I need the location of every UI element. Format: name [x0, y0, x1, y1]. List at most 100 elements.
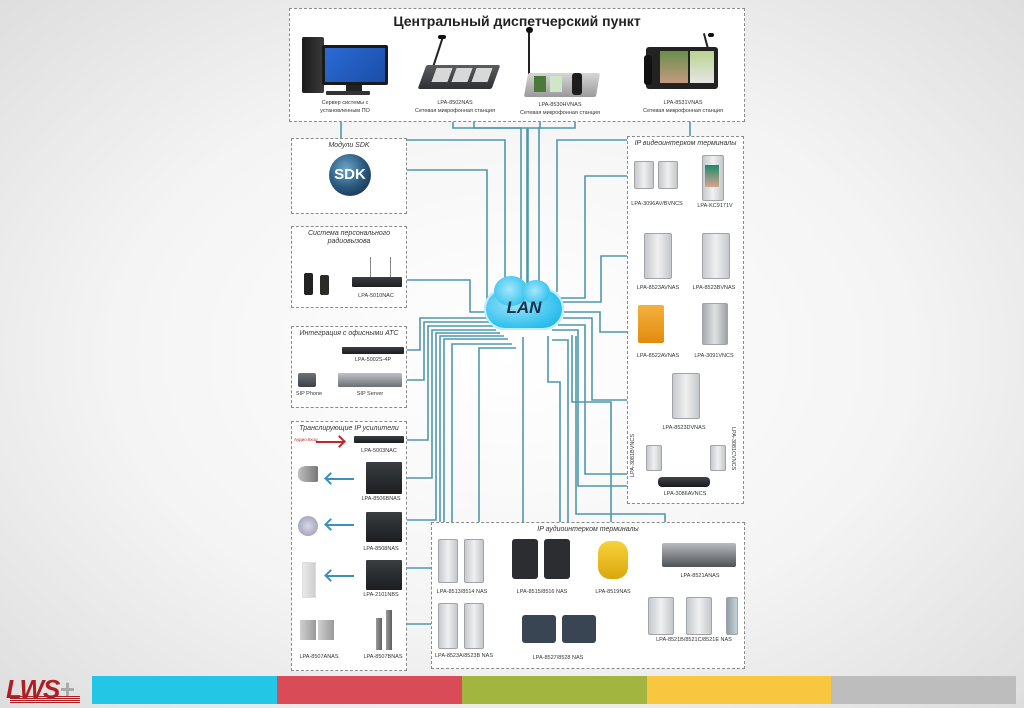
speaker-8507a-label: LPA-8507ANAS — [299, 654, 339, 660]
intercom-panel-icon — [648, 597, 674, 635]
logo-stripes — [10, 696, 80, 703]
server-label-1: Сервер системы с — [321, 100, 369, 106]
intercom-panel-icon — [702, 303, 728, 345]
ip-audio-intercom-group: IP аудиоинтерком терминалы LPA-8513/8514… — [431, 522, 745, 669]
lan-label: LAN — [506, 298, 542, 317]
intercom-panel-icon — [634, 161, 654, 189]
mic-8531-model: LPA-8531VNAS — [663, 100, 703, 106]
central-dispatch-title: Центральный диспетчерский пункт — [393, 13, 641, 29]
sip-gateway-icon — [342, 347, 404, 354]
video-3091-label: LPA-3091VNCS — [694, 353, 734, 359]
wire — [558, 324, 628, 475]
video-screen-icon — [705, 165, 719, 187]
audio-8519-label: LPA-8519NAS — [595, 589, 631, 595]
sdk-logo-text: SDK — [334, 166, 366, 183]
video-8523d-label: LPA-8523DVNAS — [662, 425, 706, 431]
arrow-left-icon — [326, 478, 354, 480]
audio-8521a-label: LPA-8521ANAS — [680, 573, 720, 579]
wire — [552, 339, 569, 522]
wire — [406, 325, 493, 441]
intercom-panel-icon — [438, 603, 458, 649]
weatherproof-phone-icon — [598, 541, 628, 579]
video-8522-label: LPA-8522AVNAS — [636, 353, 680, 359]
wire — [452, 120, 522, 292]
wire — [473, 120, 528, 292]
column-speaker-icon — [302, 562, 316, 598]
wire — [406, 317, 488, 351]
pbx-title: Интеграция с офисными АТС — [299, 330, 399, 337]
wire — [538, 120, 576, 292]
ceiling-speaker-icon — [298, 516, 318, 536]
intercom-panel-icon — [438, 539, 458, 583]
amplifier-8508-label: LPA-8508NAS — [363, 546, 399, 552]
wire — [547, 336, 561, 522]
audio-8521b-label: LPA-8521B/8521C/8521E NAS — [656, 637, 732, 643]
video-kc9171-label: LPA-KC9171V — [697, 203, 733, 209]
desk-phone-icon — [522, 615, 556, 643]
radio-device-label: LPA-5010NAC — [358, 293, 394, 299]
microphone-console-icon — [520, 27, 606, 99]
wire — [406, 279, 488, 313]
walkie-talkie-icon — [304, 273, 313, 295]
footer-color-bar-red — [277, 676, 462, 704]
wire — [571, 335, 612, 522]
desk-intercom-icon — [544, 539, 570, 579]
wire — [560, 175, 628, 299]
radio-title-1: Система персонального — [307, 230, 391, 237]
amplifier-5003-label: LPA-5003NAC — [361, 448, 397, 454]
microphone-console-icon — [417, 35, 501, 95]
video-3096-label: LPA-3096AV/BVNCS — [631, 201, 683, 207]
sip-server-label: SIP Server — [356, 391, 384, 397]
lan-cloud-icon: LAN — [484, 276, 564, 330]
video-server-icon — [658, 477, 710, 487]
antenna-icon — [390, 257, 391, 277]
desk-intercom-icon — [512, 539, 538, 579]
pbx-integration-group: Интеграция с офисными АТС LPA-5002S-4P S… — [291, 326, 407, 408]
arrow-right-icon — [316, 441, 344, 443]
intercom-panel-icon — [702, 233, 730, 279]
amplifier-8508-icon — [366, 512, 402, 542]
intercom-panel-icon — [644, 233, 672, 279]
sip-server-icon — [338, 373, 402, 387]
keypad-intercom-icon — [464, 539, 484, 583]
antenna-icon — [370, 257, 371, 277]
amplifier-2101-label: LPA-2101NBS — [363, 592, 399, 598]
footer-color-bar-green — [462, 676, 647, 704]
radio-paging-group: Система персонального радиовызова LPA-50… — [291, 226, 407, 308]
ip-amplifiers-group: Транслирующие IP усилители Аудио вход LP… — [291, 421, 407, 671]
audio-input-label: Аудио вход — [294, 437, 318, 442]
mic-8530-model: LPA-8530HVNAS — [538, 102, 582, 108]
walkie-talkie-icon — [320, 275, 329, 295]
intercom-panel-icon — [672, 373, 700, 419]
video-8523a-label: LPA-8523AVNAS — [636, 285, 680, 291]
intercom-panel-icon — [658, 161, 678, 189]
central-dispatch-group: Центральный диспетчерский пункт Сервер с… — [289, 8, 745, 122]
wire — [563, 255, 628, 303]
radio-controller-icon — [352, 277, 402, 287]
mic-8531-desc: Сетевая микрофонная станция — [643, 108, 723, 114]
wire — [406, 332, 500, 521]
audio-8515-label: LPA-8515/8516 NAS — [516, 589, 568, 595]
box-speaker-icon — [318, 620, 334, 640]
mic-8502-model: LPA-8502NAS — [437, 100, 473, 106]
video-8523b-label: LPA-8523BVNAS — [692, 285, 736, 291]
column-speaker-icon — [376, 618, 382, 650]
wire — [406, 169, 488, 305]
company-logo: LWS+ — [6, 674, 90, 704]
intercom-panel-icon — [464, 603, 484, 649]
mic-8502-desc: Сетевая микрофонная станция — [415, 108, 495, 114]
audio-server-icon — [662, 543, 736, 567]
footer-color-bar-yellow — [647, 676, 831, 704]
box-speaker-icon — [300, 620, 316, 640]
audio-8527-label: LPA-8527/8528 NAS — [532, 655, 584, 661]
server-label-2: установленным ПО — [320, 108, 370, 114]
wire — [451, 343, 512, 522]
video-microphone-console-icon — [640, 33, 728, 97]
footer-color-bar-cyan — [92, 676, 277, 704]
amplifier-8506-icon — [366, 462, 402, 494]
intercom-panel-icon — [646, 445, 662, 471]
emergency-intercom-icon — [638, 305, 664, 343]
ip-video-intercom-group: IP видеоинтерком терминалы LPA-3096AV/BV… — [627, 136, 744, 504]
sip-phone-label: SIP Phone — [295, 391, 323, 397]
wire — [406, 329, 496, 479]
